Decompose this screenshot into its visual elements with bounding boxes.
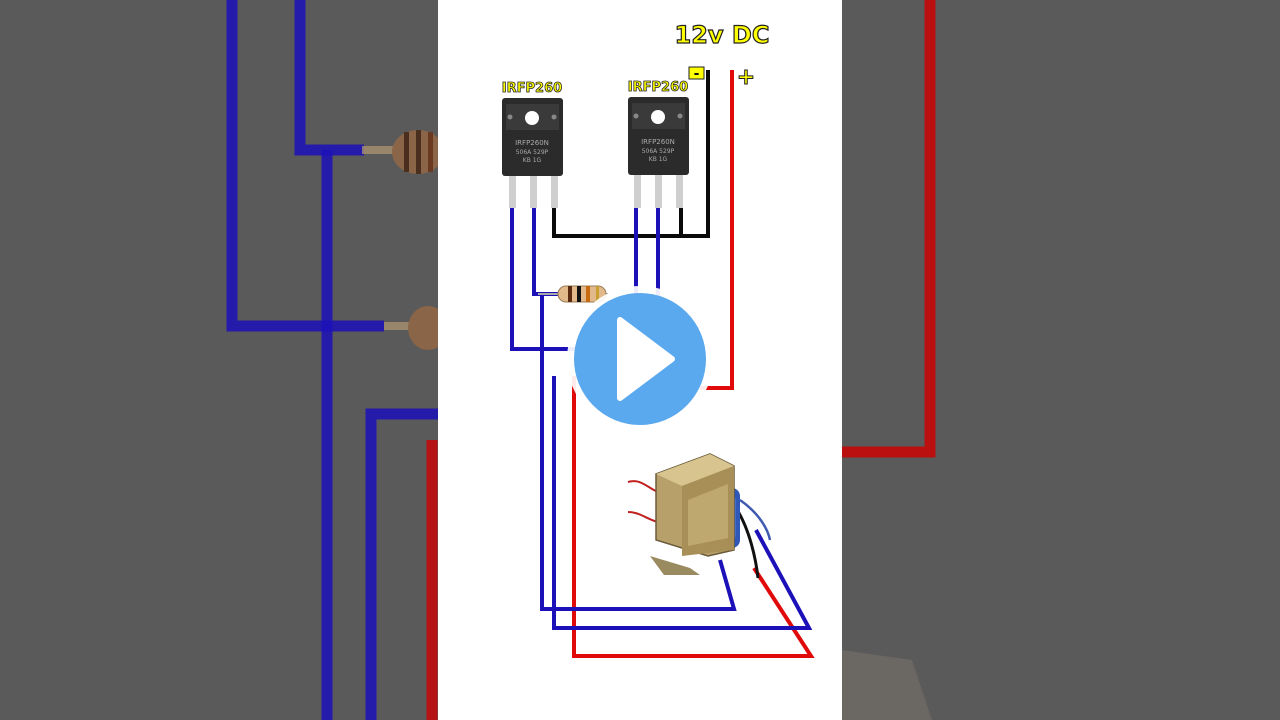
mounting-hole-icon (651, 110, 665, 124)
plus-terminal-sign: + (737, 65, 755, 90)
transistor-lead-icon (655, 175, 662, 208)
transistor-1: IRFP260 IRFP260N 506A 529P KB 1G (501, 81, 563, 208)
transistor-marking: 506A 529P (516, 149, 549, 156)
blurred-background-left (0, 0, 438, 720)
blurred-circuit-left (226, 0, 438, 720)
transistor-marking: KB 1G (523, 157, 542, 164)
transistor-2: IRFP260 IRFP260N 506A 529P KB 1G (627, 80, 689, 208)
transistor-marking: IRFP260N (515, 139, 549, 147)
blurred-resistor-icon (362, 130, 438, 174)
transistor-label: IRFP260 (502, 81, 562, 96)
transistor-lead-icon (509, 176, 516, 208)
blurred-resistor-icon (384, 306, 438, 350)
transistor-marking: IRFP260N (641, 138, 675, 146)
drain-wire (540, 294, 737, 611)
transistor-lead-icon (634, 175, 641, 208)
mounting-hole-icon (525, 111, 539, 125)
transistor-marking: 506A 529P (642, 148, 675, 155)
gate-wire (510, 208, 578, 351)
circuit-diagram-panel: 12v DC - + (438, 0, 842, 720)
transistor-lead-icon (530, 176, 537, 208)
transformer-icon (627, 453, 772, 579)
minus-terminal-sign: - (694, 66, 700, 82)
supply-voltage-label: 12v DC (675, 21, 770, 49)
drain-wire (552, 376, 813, 630)
positive-wire (572, 376, 815, 658)
blurred-transformer-edge (842, 650, 932, 720)
play-icon (617, 317, 675, 401)
circuit-diagram: 12v DC - + (501, 20, 815, 658)
play-button[interactable] (567, 286, 713, 432)
transistor-marking: KB 1G (649, 156, 668, 163)
gate-wire (532, 208, 564, 296)
resistor-icon (538, 285, 608, 303)
transistor-label: IRFP260 (628, 80, 688, 95)
blurred-background-right (842, 0, 1280, 720)
blurred-circuit-right (842, 0, 936, 720)
minus-terminal-badge (688, 66, 705, 80)
negative-wire (552, 70, 710, 238)
transistor-lead-icon (551, 176, 558, 208)
positive-wire (700, 70, 734, 390)
transistor-lead-icon (676, 175, 683, 208)
